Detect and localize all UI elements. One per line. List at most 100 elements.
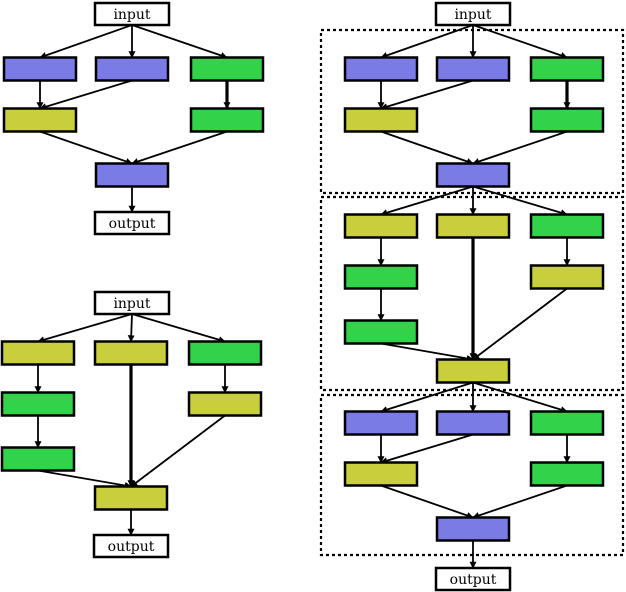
right-network-node-x1 bbox=[343, 461, 419, 487]
yellow-block bbox=[93, 485, 169, 511]
module-1-box bbox=[319, 28, 625, 195]
yellow-block bbox=[343, 461, 419, 487]
green-block bbox=[343, 319, 419, 345]
bottom-left-cell-node-c bbox=[93, 485, 169, 511]
right-network-edge-in-p1 bbox=[380, 24, 474, 59]
output-label: output bbox=[108, 539, 155, 555]
module-2-box bbox=[319, 195, 625, 392]
right-network-node-w2 bbox=[435, 410, 511, 436]
bottom-left-cell-node-a2 bbox=[93, 340, 169, 366]
input-box bbox=[93, 1, 171, 27]
yellow-block bbox=[0, 340, 76, 366]
right-network-node-t3 bbox=[529, 264, 605, 290]
bottom-left-cell-node-in: input bbox=[93, 290, 171, 316]
right-network-node-x3 bbox=[529, 461, 605, 487]
green-block bbox=[343, 264, 419, 290]
right-network-node-w3 bbox=[529, 410, 605, 436]
input-box bbox=[93, 290, 171, 316]
green-block bbox=[529, 410, 605, 436]
right-network-edge-q1-r bbox=[380, 130, 474, 165]
bottom-left-cell-edge-in-a2 bbox=[127, 313, 135, 343]
top-left-cell-node-out: output bbox=[93, 210, 171, 236]
top-left-cell-edge-b1-c bbox=[39, 130, 133, 165]
right-network-node-p3 bbox=[529, 56, 605, 82]
yellow-block bbox=[2, 107, 78, 133]
bottom-left-cell-node-d1 bbox=[0, 446, 76, 472]
right-network-node-s2 bbox=[435, 213, 511, 239]
right-network-edge-q3-r bbox=[472, 130, 568, 165]
top-left-cell-node-b3 bbox=[189, 107, 265, 133]
top-left-cell-edge-in-a1 bbox=[39, 24, 133, 59]
right-network-edge-r-s1 bbox=[380, 185, 474, 217]
right-network-node-p1 bbox=[343, 56, 419, 82]
yellow-block bbox=[343, 213, 419, 239]
right-network-node-r bbox=[435, 162, 511, 188]
top-left-cell-node-b1 bbox=[2, 107, 78, 133]
output-box bbox=[92, 533, 170, 559]
right-network-edge-in-p3 bbox=[472, 24, 568, 59]
right-network-node-out: output bbox=[434, 566, 512, 592]
right-network-node-p2 bbox=[435, 56, 511, 82]
right-network-edge-w2-x1 bbox=[380, 433, 474, 465]
bottom-left-cell-edge-in-a1 bbox=[37, 313, 133, 344]
blue-block bbox=[435, 410, 511, 436]
module-groups bbox=[319, 28, 625, 557]
right-network-node-s1 bbox=[343, 213, 419, 239]
bottom-left-cell-edge-in-a3 bbox=[131, 313, 226, 344]
green-block bbox=[0, 391, 76, 417]
bottom-left-cell-edge-b3-c bbox=[130, 414, 226, 488]
input-label: input bbox=[113, 7, 150, 23]
blue-block bbox=[435, 56, 511, 82]
top-left-cell-edge-a2-b1 bbox=[39, 79, 133, 111]
right-network-node-q1 bbox=[343, 107, 419, 133]
green-block bbox=[189, 107, 265, 133]
blue-block bbox=[435, 516, 511, 542]
yellow-block bbox=[529, 264, 605, 290]
right-network-edge-r-s3 bbox=[472, 185, 568, 217]
green-block bbox=[187, 340, 263, 366]
right-network-edge-v-w3 bbox=[472, 381, 568, 413]
output-box bbox=[434, 566, 512, 592]
top-left-cell-edge-in-a3 bbox=[131, 24, 228, 59]
output-box bbox=[93, 210, 171, 236]
top-left-cell-node-in: input bbox=[93, 1, 171, 27]
top-left-cell-node-a2 bbox=[94, 56, 170, 82]
edges bbox=[34, 24, 571, 569]
input-box bbox=[434, 1, 512, 27]
blue-block bbox=[435, 162, 511, 188]
top-left-cell-node-c bbox=[94, 162, 170, 188]
yellow-block bbox=[435, 358, 511, 384]
input-label: input bbox=[454, 7, 491, 23]
right-network-edge-t3-v bbox=[472, 287, 568, 361]
blue-block bbox=[94, 162, 170, 188]
top-left-cell-node-a3 bbox=[189, 56, 265, 82]
green-block bbox=[529, 213, 605, 239]
right-network-edge-v-w1 bbox=[380, 381, 474, 413]
bottom-left-cell-node-b3 bbox=[187, 391, 263, 417]
green-block bbox=[0, 446, 76, 472]
yellow-block bbox=[93, 340, 169, 366]
blue-block bbox=[94, 56, 170, 82]
yellow-block bbox=[187, 391, 263, 417]
right-network-edge-p2-q1 bbox=[380, 79, 474, 111]
right-network-node-v bbox=[435, 358, 511, 384]
right-network-node-s3 bbox=[529, 213, 605, 239]
right-network-node-in: input bbox=[434, 1, 512, 27]
nodes: input output input output input output bbox=[0, 1, 605, 592]
yellow-block bbox=[435, 213, 511, 239]
top-left-cell-node-a1 bbox=[2, 56, 78, 82]
right-network-node-t1 bbox=[343, 264, 419, 290]
right-network-edge-u1-v bbox=[380, 342, 474, 362]
right-network-node-u1 bbox=[343, 319, 419, 345]
bottom-left-cell-node-b1 bbox=[0, 391, 76, 417]
blue-block bbox=[343, 56, 419, 82]
green-block bbox=[529, 461, 605, 487]
blue-block bbox=[2, 56, 78, 82]
blue-block bbox=[343, 410, 419, 436]
yellow-block bbox=[343, 107, 419, 133]
bottom-left-cell-node-a3 bbox=[187, 340, 263, 366]
top-left-cell-edge-b3-c bbox=[131, 130, 228, 165]
input-label: input bbox=[113, 296, 150, 312]
bottom-left-cell-node-a1 bbox=[0, 340, 76, 366]
